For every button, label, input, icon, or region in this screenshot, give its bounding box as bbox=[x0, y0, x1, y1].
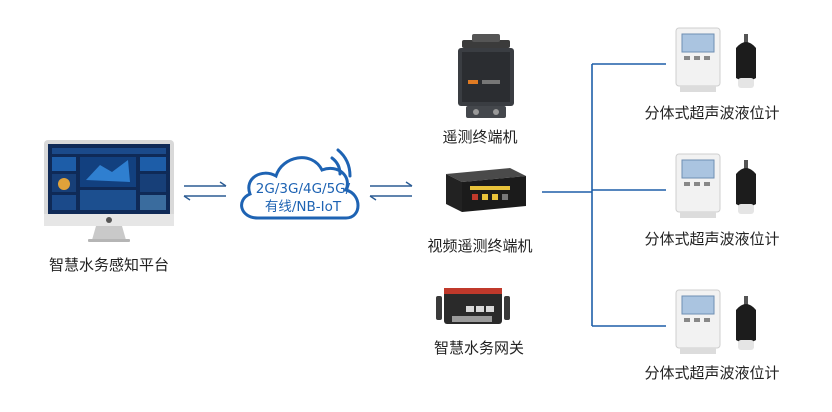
video-terminal-icon bbox=[446, 168, 526, 212]
level-meter-icon-1 bbox=[675, 27, 756, 92]
meter-label-1: 分体式超声波液位计 bbox=[644, 104, 780, 122]
level-meter-icon-2 bbox=[675, 153, 756, 218]
meter-label-2: 分体式超声波液位计 bbox=[644, 230, 780, 248]
cloud-line-1: 2G/3G/4G/5G/ bbox=[255, 181, 351, 197]
cloud-line-2: 有线/NB-IoT bbox=[264, 199, 342, 215]
wifi-waves-icon bbox=[330, 148, 352, 178]
remote-terminal-label: 遥测终端机 bbox=[442, 128, 518, 146]
cloud-network-icon bbox=[240, 156, 360, 220]
platform-label: 智慧水务感知平台 bbox=[48, 256, 169, 274]
monitor-icon bbox=[44, 140, 174, 242]
arrow-right-pair bbox=[369, 181, 413, 201]
gateway-label: 智慧水务网关 bbox=[433, 339, 524, 357]
remote-terminal-icon bbox=[458, 34, 514, 118]
cloud-network-text: 2G/3G/4G/5G/ 有线/NB-IoT bbox=[248, 180, 358, 216]
video-terminal-label: 视频遥测终端机 bbox=[427, 237, 533, 255]
arrow-left-pair bbox=[183, 181, 227, 201]
meter-label-3: 分体式超声波液位计 bbox=[644, 364, 780, 382]
gateway-icon bbox=[436, 288, 510, 324]
level-meter-icon-3 bbox=[675, 289, 756, 354]
bus-connector bbox=[542, 63, 666, 327]
